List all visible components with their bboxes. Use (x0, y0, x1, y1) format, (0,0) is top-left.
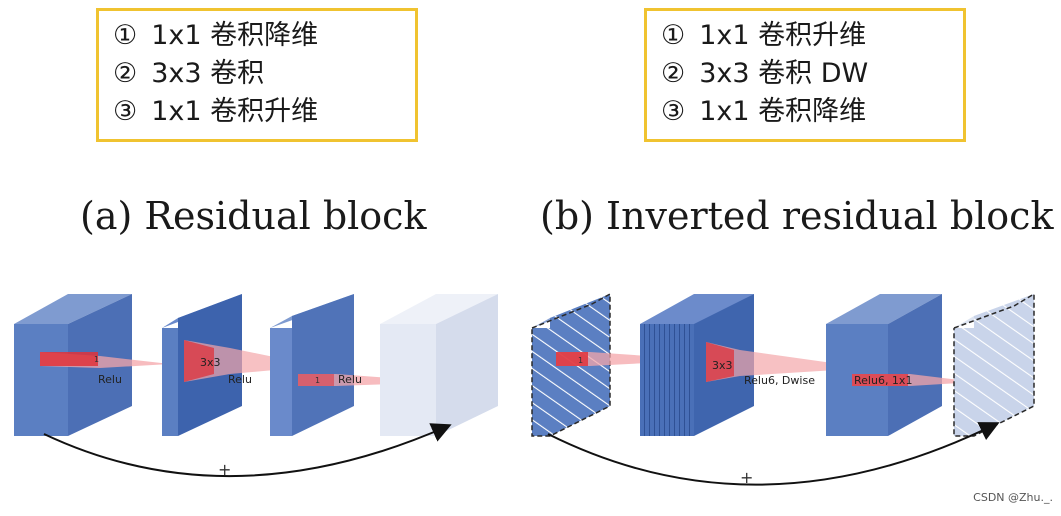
step-text: 1x1 卷积降维 (151, 20, 319, 51)
layer-front-face (954, 328, 974, 436)
projection-beam (184, 340, 318, 382)
kernel-label: 1 (94, 355, 99, 364)
legend-inverted-line-2: ② 3x3 卷积 DW (661, 57, 868, 91)
legend-inverted: ① 1x1 卷积升维 ② 3x3 卷积 DW ③ 1x1 卷积降维 (644, 8, 966, 142)
step-number: ① (113, 20, 138, 51)
step-text: 1x1 卷积升维 (699, 20, 867, 51)
inverted-output-layer (953, 292, 1035, 437)
kernel-1x1 (40, 352, 98, 366)
layer-top-face (640, 294, 754, 324)
kernel-1x1 (556, 352, 588, 366)
kernel-label: 1 (315, 376, 320, 385)
step-text: 1x1 卷积升维 (151, 96, 319, 127)
step-text: 3x3 卷积 (151, 58, 265, 89)
kernel-3x3 (184, 340, 214, 382)
step-number: ② (113, 58, 138, 89)
kernel-label: 1 (578, 356, 583, 365)
legend-inverted-line-1: ① 1x1 卷积升维 (661, 19, 866, 53)
layer-top-face (380, 294, 498, 324)
residual-block-diagram: 1 Relu 3x3 Relu 1 Relu + (14, 294, 498, 479)
activation-label: Relu (98, 373, 122, 386)
kernel-label: 3x3 (200, 356, 221, 369)
layer-front-face (380, 324, 436, 436)
kernel-1x1 (852, 374, 908, 386)
title-residual-block: (a) Residual block (80, 194, 427, 238)
legend-inverted-line-3: ③ 1x1 卷积降维 (661, 95, 866, 129)
layer-side-face (888, 294, 942, 436)
step-number: ① (661, 20, 686, 51)
layer-front-face (14, 324, 68, 436)
residual-layer-3 (270, 294, 354, 436)
layer-front-face (270, 328, 292, 436)
layer-top-face (826, 294, 942, 324)
legend-residual-line-2: ② 3x3 卷积 (113, 57, 264, 91)
projection-beam (706, 342, 868, 382)
add-operator: + (740, 468, 753, 487)
projection-beam (556, 352, 706, 366)
step-number: ③ (113, 96, 138, 127)
step-number: ③ (661, 96, 686, 127)
layer-side-face (292, 294, 354, 436)
watermark: CSDN @Zhu._. (973, 491, 1053, 504)
activation-label: Relu6, Dwise (744, 374, 815, 387)
legend-residual-line-1: ① 1x1 卷积降维 (113, 19, 318, 53)
step-text: 3x3 卷积 DW (699, 58, 869, 89)
layer-side-face (436, 294, 498, 436)
activation-label: Relu (228, 373, 252, 386)
residual-output-layer (380, 294, 498, 436)
block-diagram: 1 Relu 3x3 Relu 1 Relu + (14, 292, 1035, 487)
skip-connection-arrow (43, 423, 452, 478)
kernel-1x1 (298, 374, 334, 386)
step-text: 1x1 卷积降维 (699, 96, 867, 127)
inverted-layer-3 (826, 294, 942, 436)
layer-top-face (14, 294, 132, 324)
kernel-label: 3x3 (712, 359, 733, 372)
legend-residual-line-3: ③ 1x1 卷积升维 (113, 95, 318, 129)
layer-front-face (640, 324, 694, 436)
add-operator: + (218, 460, 231, 479)
inverted-residual-block-diagram: 1 3x3 Relu6, Dwise Relu6, 1x1 + (531, 292, 1035, 487)
kernel-3x3 (706, 342, 734, 382)
layer-front-face (532, 328, 550, 436)
legend-residual: ① 1x1 卷积降维 ② 3x3 卷积 ③ 1x1 卷积升维 (96, 8, 418, 142)
layer-side-face (974, 294, 1034, 436)
skip-connection-arrow (547, 422, 1000, 486)
title-inverted-residual-block: (b) Inverted residual block (540, 194, 1054, 238)
step-number: ② (661, 58, 686, 89)
layer-front-face (162, 328, 178, 436)
activation-label: Relu6, 1x1 (854, 374, 912, 387)
layer-dashed-outline (531, 292, 611, 437)
activation-label: Relu (338, 373, 362, 386)
